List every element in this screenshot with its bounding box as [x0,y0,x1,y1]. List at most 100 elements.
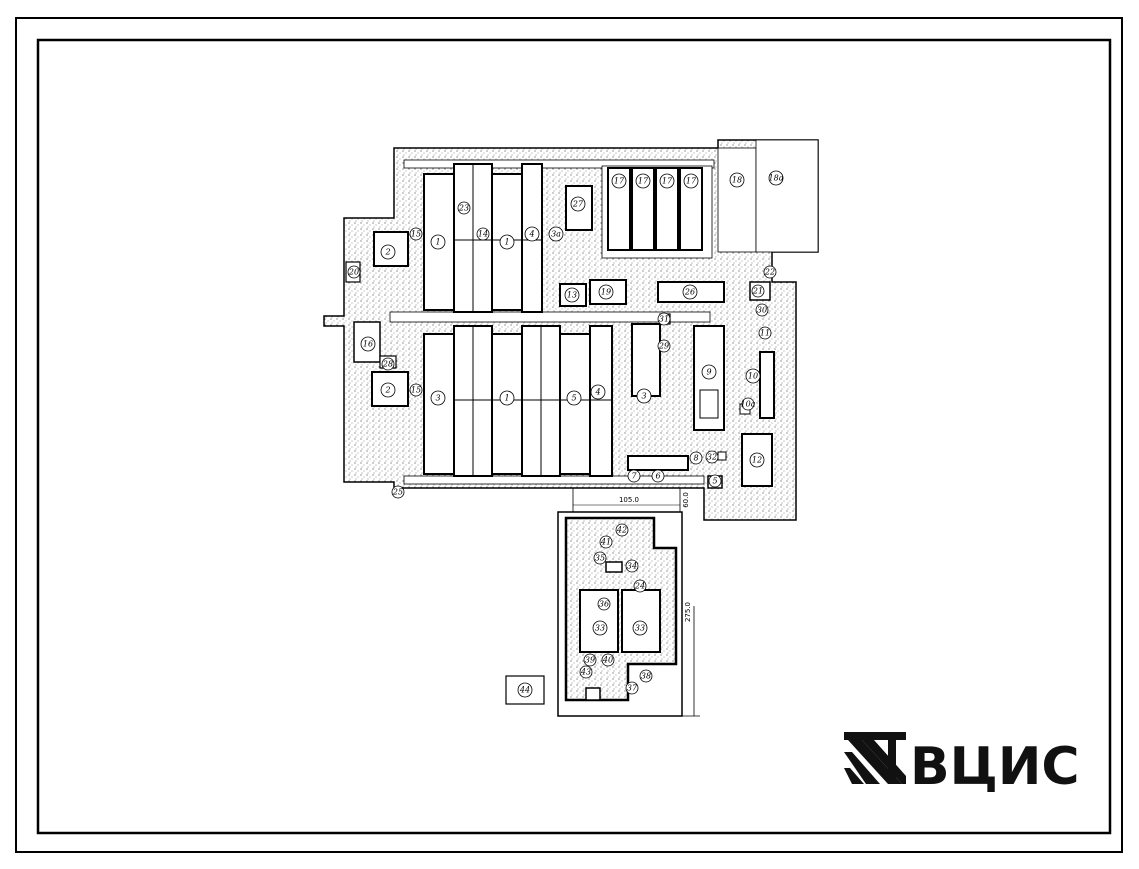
label-4: 4 [524,226,540,242]
label-2: 2 [380,244,396,260]
label-10: 10 [745,368,761,384]
building-labels: 1 1 3 1 5 2 2 3 3а 4 4 5 6 7 8 9 10 10а … [347,170,784,698]
svg-text:8: 8 [693,454,698,463]
dim-offset: 60.0 [682,492,690,508]
label-11: 11 [758,326,772,340]
inner-road-top [403,159,715,169]
label-23: 23 [457,201,471,215]
label-7: 7 [627,469,641,483]
barn-2c [491,333,523,475]
label-41: 41 [599,535,613,549]
svg-text:4: 4 [594,388,600,397]
label-38: 38 [639,669,653,683]
area-18a [755,139,819,253]
svg-text:5: 5 [712,477,717,486]
svg-text:2: 2 [384,248,390,257]
label-8: 8 [689,451,703,465]
label-33: 33 [632,620,648,636]
block-9-cross [699,389,719,419]
svg-text:10а: 10а [741,400,756,409]
svg-text:33: 33 [595,624,605,633]
svg-text:36: 36 [599,600,609,609]
label-21: 21 [751,284,765,298]
label-37: 37 [625,681,639,695]
svg-text:17: 17 [662,177,673,186]
svg-text:14: 14 [478,230,488,239]
svg-text:5: 5 [571,394,576,403]
label-3: 3 [636,388,652,404]
label-39: 39 [583,653,597,667]
label-31: 31 [657,312,671,326]
label-4: 4 [590,384,606,400]
silo-17d [679,167,703,251]
label-1: 3 [430,390,446,406]
svg-text:17: 17 [614,177,625,186]
label-13: 13 [564,287,580,303]
label-26: 26 [682,284,698,300]
svg-text:17: 17 [638,177,649,186]
svg-text:40: 40 [602,656,613,665]
svg-text:32: 32 [707,453,717,462]
label-35: 35 [593,551,607,565]
label-43: 43 [579,665,593,679]
svg-text:37: 37 [627,684,638,693]
area-18 [717,147,757,253]
svg-text:33: 33 [635,624,645,633]
svg-text:10: 10 [748,372,758,381]
barn-2f [589,325,613,477]
label-12: 12 [749,452,765,468]
inner-road-mid [389,311,711,323]
label-32: 32 [705,450,719,464]
svg-text:22: 22 [764,268,775,277]
label-22: 22 [763,265,777,279]
svg-text:38: 38 [641,672,651,681]
svg-text:1: 1 [504,238,509,247]
label-34: 34 [625,559,639,573]
label-10a: 10а [741,397,756,411]
svg-text:25: 25 [392,488,403,497]
label-18a: 18а [769,170,784,186]
label-9: 9 [701,364,717,380]
svg-text:18: 18 [732,176,742,185]
block-32 [717,451,727,461]
label-15: 15 [409,383,423,397]
label-17: 17 [659,173,675,189]
label-19: 19 [598,284,614,300]
logo-text: ВЦИС [910,737,1080,797]
silo-17b [631,167,655,251]
block-3 [631,323,661,397]
svg-text:3а: 3а [551,230,561,239]
block-43 [585,687,601,701]
outer-frame [15,17,1123,853]
svg-text:21: 21 [752,287,763,296]
svg-text:4: 4 [528,230,534,239]
block-10 [759,351,775,419]
svg-text:16: 16 [363,340,373,349]
svg-text:9: 9 [706,368,711,377]
label-1: 1 [499,234,515,250]
block-6 [627,455,689,471]
svg-text:31: 31 [659,315,669,324]
svg-text:43: 43 [580,668,591,677]
svg-text:35: 35 [595,554,605,563]
label-16: 16 [360,336,376,352]
silo-17c [655,167,679,251]
label-18: 18 [729,172,745,188]
label-40: 40 [601,653,615,667]
svg-text:18а: 18а [769,174,784,183]
label-1: 1 [430,234,446,250]
svg-text:42: 42 [616,526,627,535]
label-25: 25 [391,485,405,499]
label-15: 15 [409,227,423,241]
label-17: 17 [635,173,651,189]
svg-text:19: 19 [601,288,611,297]
silo-17a [607,167,631,251]
svg-text:15: 15 [411,386,421,395]
svg-text:23: 23 [458,204,469,213]
svg-text:3: 3 [435,394,440,403]
svg-text:13: 13 [567,291,577,300]
label-30: 30 [755,303,769,317]
label-28: 28 [381,357,395,371]
svg-text:44: 44 [519,686,530,695]
